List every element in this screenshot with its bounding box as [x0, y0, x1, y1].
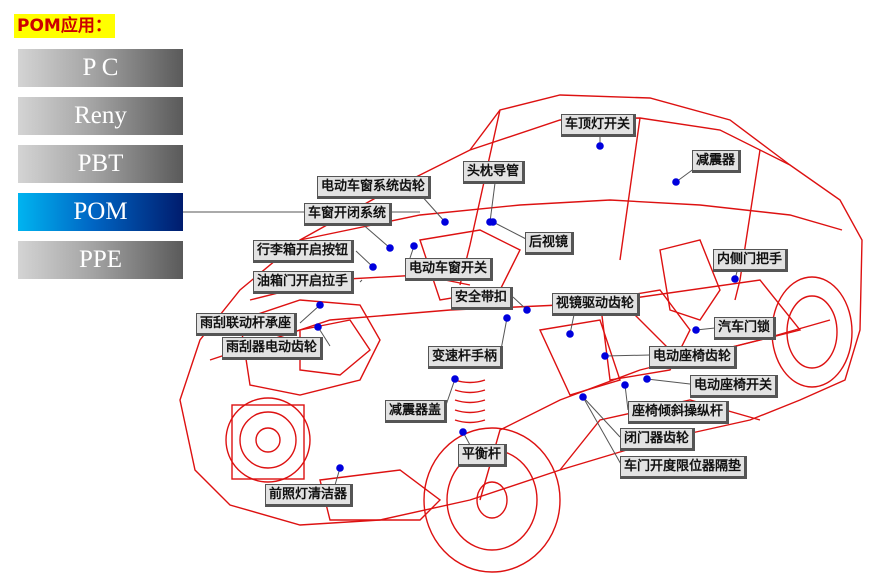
label-inner-door-handle[interactable]: 内侧门把手 — [713, 249, 789, 272]
label-trunk-button[interactable]: 行李箱开启按钮 — [253, 240, 355, 263]
label-shock-cover[interactable]: 减震器盖 — [385, 400, 448, 423]
material-button-reny[interactable]: Reny — [18, 97, 183, 135]
label-wiper-motor-gear[interactable]: 雨刮器电动齿轮 — [222, 337, 324, 360]
label-seat-belt-buckle[interactable]: 安全带扣 — [451, 287, 514, 310]
label-headrest-guide[interactable]: 头枕导管 — [463, 161, 526, 184]
label-seat-tilt-lever[interactable]: 座椅倾斜操纵杆 — [628, 401, 730, 424]
label-door-limiter-pad[interactable]: 车门开度限位器隔垫 — [620, 456, 748, 479]
label-roof-light-switch[interactable]: 车顶灯开关 — [561, 114, 637, 137]
label-power-window-switch[interactable]: 电动车窗开关 — [405, 258, 494, 281]
label-door-closer-gear[interactable]: 闭门器齿轮 — [620, 428, 696, 451]
label-mirror-drive-gear[interactable]: 视镜驱动齿轮 — [552, 293, 641, 316]
label-window-system-gear[interactable]: 电动车窗系统齿轮 — [317, 176, 432, 199]
page-title: POM应用： — [14, 14, 115, 38]
label-gear-shift-handle[interactable]: 变速杆手柄 — [428, 346, 504, 369]
label-window-switch-system[interactable]: 车窗开闭系统 — [304, 203, 393, 226]
label-car-door-lock[interactable]: 汽车门锁 — [714, 317, 777, 340]
material-button-pom[interactable]: POM — [18, 193, 183, 231]
label-shock-absorber[interactable]: 减震器 — [692, 150, 742, 173]
label-headlight-cleaner[interactable]: 前照灯清洁器 — [265, 484, 354, 507]
label-power-seat-switch[interactable]: 电动座椅开关 — [690, 375, 779, 398]
label-fuel-door-handle[interactable]: 油箱门开启拉手 — [253, 271, 355, 294]
leader-lines — [183, 134, 739, 486]
material-button-pbt[interactable]: PBT — [18, 145, 183, 183]
label-power-seat-gear[interactable]: 电动座椅齿轮 — [649, 346, 738, 369]
material-button-pc[interactable]: P C — [18, 49, 183, 87]
part-markers — [314, 142, 739, 472]
label-balance-bar[interactable]: 平衡杆 — [458, 444, 508, 467]
material-button-ppe[interactable]: PPE — [18, 241, 183, 279]
label-rearview-mirror[interactable]: 后视镜 — [525, 232, 575, 255]
label-wiper-linkage-seat[interactable]: 雨刮联动杆承座 — [196, 313, 298, 336]
